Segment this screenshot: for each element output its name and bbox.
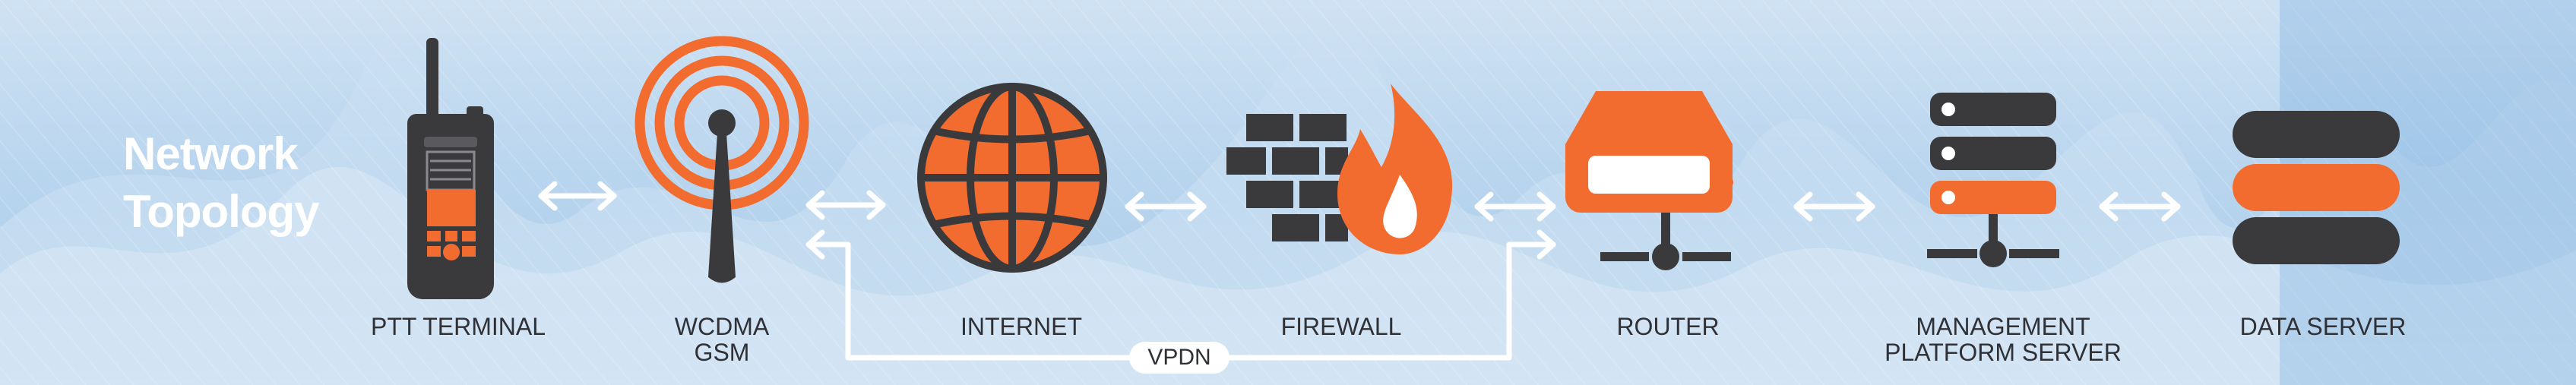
node-label-internet: INTERNET <box>960 313 1082 340</box>
node-label-management-platform-server: MANAGEMENT PLATFORM SERVER <box>1885 314 2122 365</box>
node-label-data-server: DATA SERVER <box>2239 313 2407 340</box>
arrow-management-to-dataserver <box>2099 191 2181 222</box>
node-label-wcdma-gsm: WCDMA GSM <box>675 314 769 365</box>
node-label-ptt-terminal: PTT TERMINAL <box>371 313 546 340</box>
globe-icon <box>917 83 1107 273</box>
diagram-title-line-1: Network <box>123 128 299 179</box>
vpdn-label: VPDN <box>1129 342 1229 374</box>
server-rack-icon <box>1927 93 2059 267</box>
diagram-title-line-2: Topology <box>123 186 319 237</box>
firewall-icon <box>1226 84 1453 254</box>
database-icon <box>2233 111 2400 264</box>
node-label-wcdma: WCDMA <box>674 313 770 340</box>
arrow-ptt-to-wcdma <box>538 181 617 211</box>
node-label-gsm: GSM <box>694 339 750 366</box>
router-icon <box>1565 91 1733 270</box>
node-label-platform-server: PLATFORM SERVER <box>1885 339 2122 366</box>
arrow-router-to-management <box>1793 191 1875 222</box>
walkie-talkie-icon <box>407 38 494 299</box>
node-label-firewall: FIREWALL <box>1280 313 1402 340</box>
arrow-internet-to-firewall <box>1125 191 1207 222</box>
node-label-router: ROUTER <box>1616 313 1720 340</box>
cell-tower-icon <box>635 36 809 283</box>
arrow-firewall-to-router <box>1474 191 1556 222</box>
vpdn-bypass-line <box>805 229 1556 361</box>
arrow-wcdma-to-internet <box>805 190 886 220</box>
node-label-management: MANAGEMENT <box>1916 313 2090 340</box>
